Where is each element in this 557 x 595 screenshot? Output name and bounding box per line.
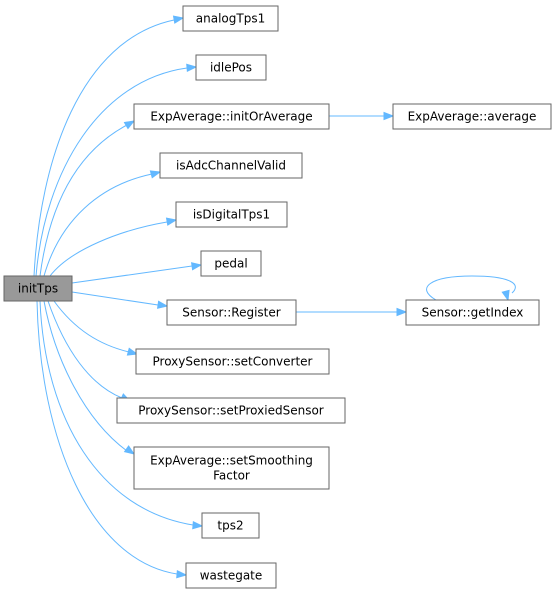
node-box-setSmoothingFactor[interactable] — [133, 446, 330, 490]
node-box-wastegate[interactable] — [185, 562, 277, 589]
arrowhead-initTps-to-setConverter — [126, 347, 139, 356]
node-label-setSmoothingFactor-line-1: ExpAverage::setSmoothing — [150, 454, 313, 468]
arrowhead-initTps-to-setSmoothingFactor — [123, 445, 136, 455]
node-label-wastegate: wastegate — [200, 569, 263, 583]
node-label-pedal: pedal — [214, 257, 247, 271]
call-graph-nodes: initTps analogTps1idlePosExpAverage::init… — [3, 5, 552, 589]
arrowhead-initTps-to-initOrAverage — [123, 120, 136, 130]
edge-initTps-to-isDigitalTps1 — [49, 221, 168, 277]
node-wastegate[interactable]: wastegate — [185, 562, 277, 589]
edge-initTps-to-pedal — [71, 265, 193, 284]
arrowhead-initTps-to-isDigitalTps1 — [165, 217, 178, 226]
node-box-idlePos[interactable] — [195, 54, 267, 81]
edge-initTps-to-analogTps1 — [33, 19, 175, 277]
node-label-isAdcChannelValid: isAdcChannelValid — [176, 159, 286, 173]
node-tps2[interactable]: tps2 — [201, 512, 260, 539]
node-label-initOrAverage: ExpAverage::initOrAverage — [150, 110, 312, 124]
edge-initTps-to-register — [71, 291, 159, 306]
node-analogTps1[interactable]: analogTps1 — [182, 5, 279, 32]
node-initOrAverage[interactable]: ExpAverage::initOrAverage — [133, 103, 330, 130]
node-box-analogTps1[interactable] — [182, 5, 279, 32]
node-getIndex[interactable]: Sensor::getIndex — [405, 299, 540, 326]
node-isDigitalTps1[interactable]: isDigitalTps1 — [175, 201, 288, 228]
arrowhead-initTps-to-isAdcChannelValid — [149, 170, 162, 179]
node-label-isDigitalTps1: isDigitalTps1 — [193, 208, 270, 222]
edge-initTps-to-initOrAverage — [39, 124, 128, 277]
node-box-getIndex[interactable] — [405, 299, 540, 326]
arrowhead-initTps-to-wastegate — [176, 569, 188, 579]
arrowhead-initTps-to-analogTps1 — [172, 15, 185, 24]
node-box-average[interactable] — [392, 103, 552, 130]
node-label-setProxiedSensor: ProxySensor::setProxiedSensor — [138, 404, 324, 418]
edge-initTps-to-setSmoothingFactor — [43, 300, 128, 452]
edge-initTps-to-tps2 — [39, 300, 194, 526]
edge-initTps-to-isAdcChannelValid — [43, 173, 153, 277]
node-setProxiedSensor[interactable]: ProxySensor::setProxiedSensor — [116, 397, 346, 424]
node-label-getIndex: Sensor::getIndex — [422, 306, 524, 320]
node-box-initOrAverage[interactable] — [133, 103, 330, 130]
node-initTps[interactable]: initTps — [3, 275, 73, 302]
node-idlePos[interactable]: idlePos — [195, 54, 267, 81]
node-label-idlePos: idlePos — [210, 61, 252, 75]
node-isAdcChannelValid[interactable]: isAdcChannelValid — [159, 152, 303, 179]
edge-initTps-to-setProxiedSensor — [47, 300, 123, 399]
arrowhead-register-to-getIndex — [396, 307, 408, 317]
edge-initTps-to-wastegate — [36, 300, 178, 575]
arrowhead-initTps-to-register — [157, 300, 169, 309]
node-label-initTps: initTps — [18, 282, 58, 296]
node-pedal[interactable]: pedal — [200, 250, 262, 277]
node-label-register: Sensor::Register — [182, 306, 280, 320]
edge-getIndex-to-getIndex — [426, 275, 516, 301]
node-register[interactable]: Sensor::Register — [166, 299, 297, 326]
node-box-isDigitalTps1[interactable] — [175, 201, 288, 228]
node-average[interactable]: ExpAverage::average — [392, 103, 552, 130]
edge-initTps-to-setConverter — [53, 300, 130, 353]
node-label-setConverter: ProxySensor::setConverter — [153, 355, 313, 369]
node-box-pedal[interactable] — [200, 250, 262, 277]
node-setConverter[interactable]: ProxySensor::setConverter — [135, 348, 330, 375]
node-label-average: ExpAverage::average — [408, 110, 537, 124]
arrowhead-getIndex-to-getIndex — [501, 289, 510, 302]
call-graph-edges — [33, 15, 516, 579]
node-box-setProxiedSensor[interactable] — [116, 397, 346, 424]
node-box-isAdcChannelValid[interactable] — [159, 152, 303, 179]
node-label-analogTps1: analogTps1 — [196, 12, 265, 26]
node-label-tps2: tps2 — [217, 519, 243, 533]
node-box-initTps[interactable] — [3, 275, 73, 302]
arrowhead-initTps-to-pedal — [191, 262, 203, 271]
edge-initTps-to-idlePos — [35, 67, 188, 277]
node-box-tps2[interactable] — [201, 512, 260, 539]
node-label-setSmoothingFactor-line-2: Factor — [213, 469, 250, 483]
node-box-setConverter[interactable] — [135, 348, 330, 375]
arrowhead-initTps-to-tps2 — [192, 520, 204, 530]
arrowhead-initTps-to-idlePos — [186, 63, 198, 73]
node-box-register[interactable] — [166, 299, 297, 326]
arrowhead-initOrAverage-to-average — [383, 111, 395, 121]
